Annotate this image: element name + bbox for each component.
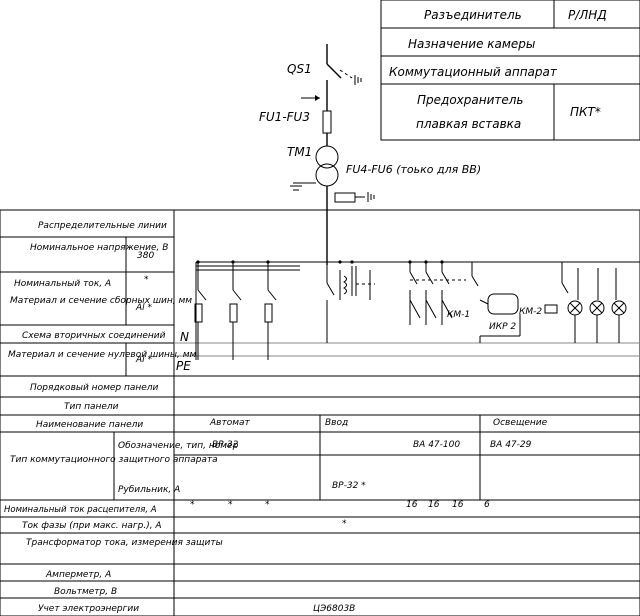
va2-value: ВА 47-29 <box>490 440 532 450</box>
phase-current-label: Ток фазы (при макс. нагр.), А <box>22 521 162 531</box>
km1-label: КМ-1 <box>447 310 470 320</box>
table-texts: Распределительные линии Номинальное напр… <box>4 221 548 614</box>
transformer-label: Трансформатор тока, измерения защиты <box>26 538 223 548</box>
circuit-name: Наименование панели <box>36 420 143 430</box>
panel-number: Порядковый номер панели <box>30 383 159 393</box>
qs1-label: QS1 <box>287 62 312 76</box>
feeder-3 <box>264 260 277 360</box>
main-table <box>0 209 640 616</box>
phase-current-value: * <box>342 519 347 529</box>
material-value: Al * <box>135 303 153 313</box>
vr-value: ВР-32 <box>212 440 239 450</box>
apparatus-sub: Рубильник, А <box>118 485 180 495</box>
material2-value: Al * <box>135 355 153 365</box>
feeder-2 <box>229 260 242 360</box>
legend-fuse-link: плавкая вставка <box>416 117 521 131</box>
col-lighting: Освещение <box>493 418 548 428</box>
feeder-1 <box>194 260 207 360</box>
release-1: * <box>190 500 195 510</box>
ikr-label: ИКР 2 <box>489 322 516 332</box>
col-input: Ввод <box>325 418 348 428</box>
lighting-breakers: КМ-1 <box>408 260 470 325</box>
nominal-voltage-value: 380 <box>137 251 154 261</box>
qs1-switch <box>326 63 342 79</box>
feeders: КМ-1 ИКР 2 КМ-2 <box>194 260 627 360</box>
meter-label: Учет электроэнергии <box>38 604 139 614</box>
release-3: * <box>265 500 270 510</box>
tm1-label: TM1 <box>287 145 312 159</box>
tm1-winding-2 <box>315 163 339 187</box>
panel-type: Тип панели <box>64 402 119 412</box>
nominal-current-value: * <box>144 275 149 285</box>
distribution-lines: Распределительные линии <box>38 221 167 231</box>
legend-switching-device: Коммутационный аппарат <box>389 65 558 79</box>
material2-label: Материал и сечение нулевой шины, мм <box>8 350 197 360</box>
legend-fuse: Предохранитель <box>417 93 524 107</box>
lamps: КМ-2 <box>519 262 627 343</box>
release-6: 16 <box>452 500 464 510</box>
fu4-label: FU4-FU6 (тоько для ВВ) <box>346 163 481 176</box>
legend-frame <box>380 0 640 141</box>
va1-value: ВА 47-100 <box>413 440 460 450</box>
nominal-voltage-label: Номинальное напряжение, В <box>30 243 168 253</box>
apparatus-type-label: Тип коммутационного защитного аппарата <box>10 455 218 465</box>
legend-disconnector-type: Р/ЛНД <box>568 8 607 22</box>
fu1-label: FU1-FU3 <box>259 110 310 124</box>
meter-value: ЦЭ6803В <box>313 604 355 614</box>
lv-busbars: N PE <box>174 261 640 373</box>
pe-label: PE <box>176 359 191 373</box>
fu1-fuse <box>322 110 332 134</box>
km2-label: КМ-2 <box>519 307 542 317</box>
input-breaker <box>326 260 375 343</box>
n-label: N <box>180 330 189 344</box>
material-label: Материал и сечение сборных шин, мм <box>10 296 192 306</box>
col-automat: Автомат <box>209 418 251 428</box>
apparatus-desc: Обозначение, тип, номер <box>118 441 239 451</box>
release-2: * <box>228 500 233 510</box>
hv-circuit: QS1 FU1-FU3 TM1 FU4-FU6 (тоько для ВВ) <box>259 44 481 265</box>
legend-disconnector: Разъединитель <box>424 8 522 22</box>
release-5: 16 <box>428 500 440 510</box>
link-label: Схема вторичных соединений <box>22 331 166 341</box>
ammeter-label: Амперметр, А <box>45 570 111 580</box>
legend-table: Разъединитель Р/ЛНД Назначение камеры Ко… <box>380 0 640 141</box>
photo-relay: ИКР 2 <box>471 262 521 343</box>
release-4: 16 <box>406 500 418 510</box>
nominal-current-label: Номинальный ток, А <box>14 279 111 289</box>
nominal-release-label: Номинальный ток расцепителя, А <box>4 505 157 515</box>
voltmeter-label: Вольтметр, В <box>54 587 117 597</box>
release-7: 6 <box>484 500 490 510</box>
legend-fuse-type: ПКТ* <box>570 105 601 119</box>
vp-value: ВР-32 * <box>332 481 366 491</box>
legend-chamber: Назначение камеры <box>408 37 535 51</box>
tm1-winding-1 <box>315 145 339 169</box>
